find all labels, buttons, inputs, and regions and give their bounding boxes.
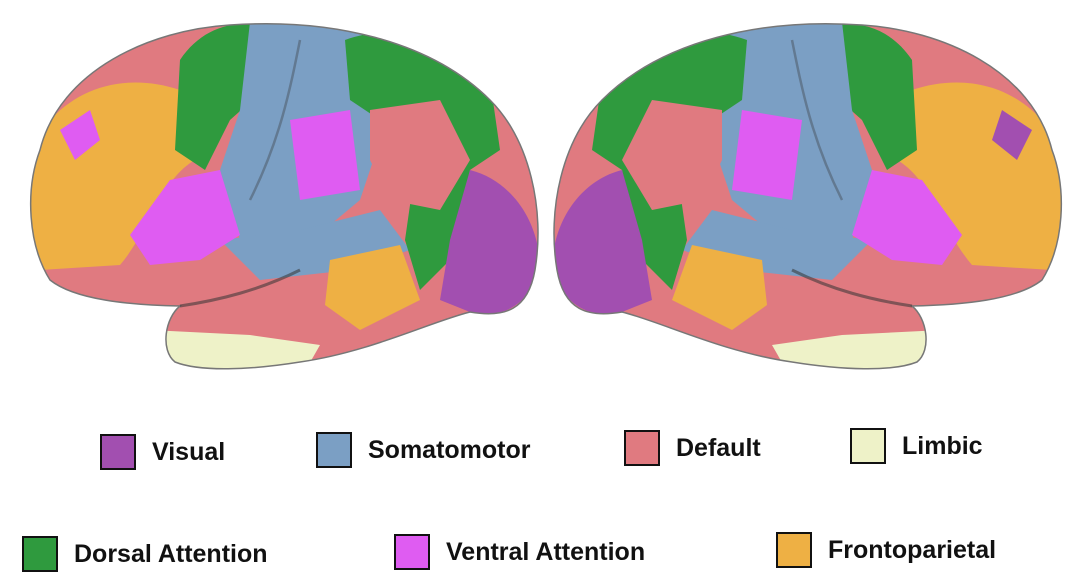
limbic-swatch (850, 428, 886, 464)
legend-label-ventral-attention: Ventral Attention (446, 538, 645, 567)
dorsal-attention-swatch (22, 536, 58, 572)
frontoparietal-swatch (776, 532, 812, 568)
legend-item-somatomotor: Somatomotor (316, 432, 531, 468)
legend-item-ventral-attention: Ventral Attention (394, 534, 645, 570)
legend-label-default: Default (676, 434, 761, 463)
ventral-attention-swatch (394, 534, 430, 570)
legend-item-dorsal-attention: Dorsal Attention (22, 536, 268, 572)
brain-figure (0, 0, 1092, 400)
legend-item-limbic: Limbic (850, 428, 983, 464)
legend-label-dorsal-attention: Dorsal Attention (74, 540, 268, 569)
default-swatch (624, 430, 660, 466)
legend-item-frontoparietal: Frontoparietal (776, 532, 996, 568)
legend-label-frontoparietal: Frontoparietal (828, 536, 996, 565)
ventral-attention-region (732, 110, 802, 200)
ventral-attention-region (290, 110, 360, 200)
somatomotor-swatch (316, 432, 352, 468)
left-hemisphere (0, 0, 560, 400)
right-hemisphere (530, 0, 1092, 400)
legend-item-default: Default (624, 430, 761, 466)
visual-swatch (100, 434, 136, 470)
legend-item-visual: Visual (100, 434, 225, 470)
legend-label-limbic: Limbic (902, 432, 983, 461)
legend-label-somatomotor: Somatomotor (368, 436, 531, 465)
legend-label-visual: Visual (152, 438, 225, 467)
